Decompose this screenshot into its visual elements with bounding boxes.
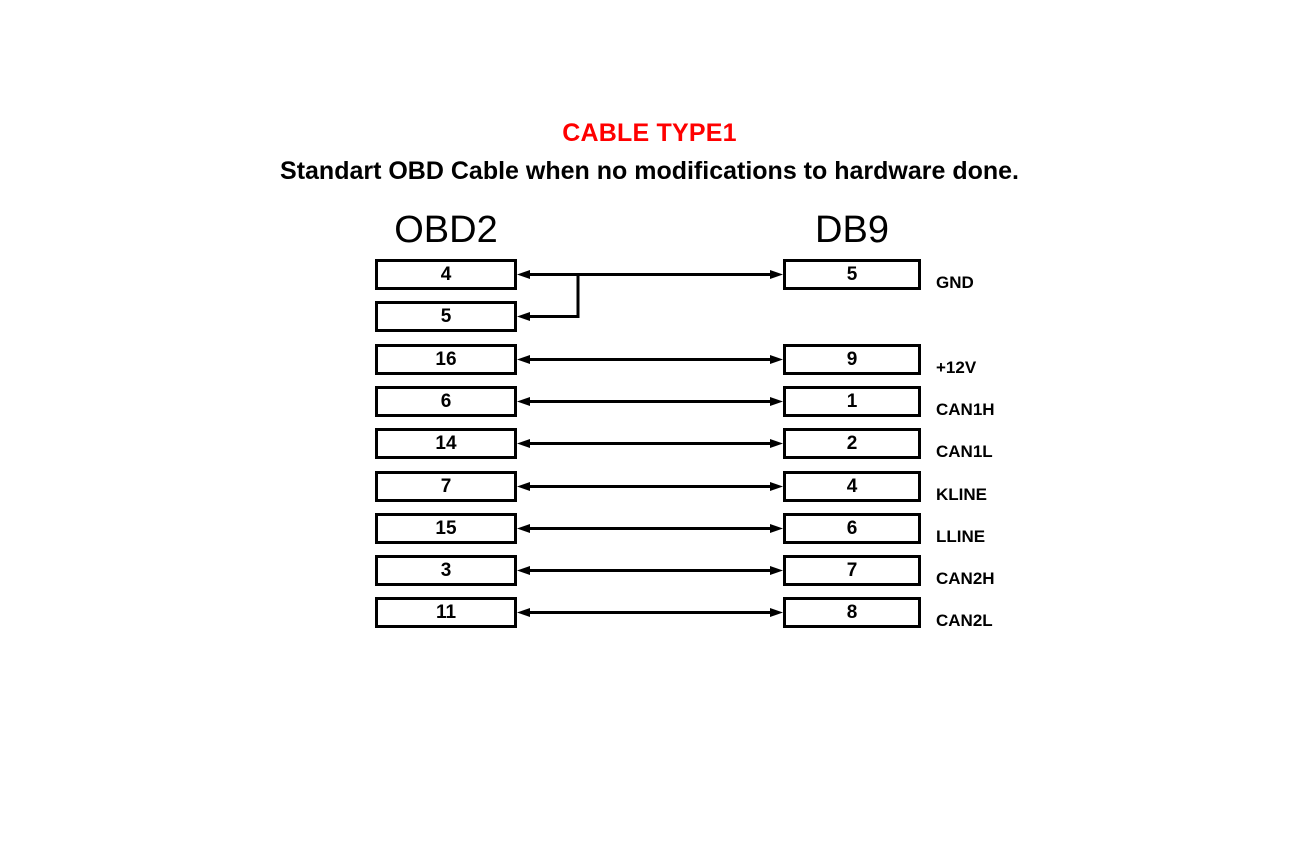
obd2-pin-box: 3 [375,555,517,586]
db9-pin-box: 7 [783,555,921,586]
obd2-pin-box: 11 [375,597,517,628]
signal-label: +12V [936,357,977,377]
page-subtitle: Standart OBD Cable when no modifications… [280,157,1019,185]
obd2-pin-box: 4 [375,259,517,290]
signal-label: CAN1H [936,399,995,419]
db9-pin-box: 8 [783,597,921,628]
signal-label: GND [936,272,974,292]
obd2-pin-box: 15 [375,513,517,544]
obd2-pin-box: 7 [375,471,517,502]
signal-label: CAN1L [936,441,993,461]
db9-pin-box: 2 [783,428,921,459]
obd2-pin-box: 14 [375,428,517,459]
db9-pin-box: 1 [783,386,921,417]
db9-pin-box: 9 [783,344,921,375]
signal-label: CAN2H [936,568,995,588]
signal-label: KLINE [936,484,987,504]
signal-label: CAN2L [936,610,993,630]
db9-pin-box: 5 [783,259,921,290]
db9-pin-box: 4 [783,471,921,502]
obd2-pin-box: 5 [375,301,517,332]
obd2-pin-box: 16 [375,344,517,375]
page-title: CABLE TYPE1 [562,119,737,147]
column-header-obd2: OBD2 [394,209,498,251]
db9-pin-box: 6 [783,513,921,544]
signal-label: LLINE [936,526,986,546]
column-header-db9: DB9 [815,209,889,251]
obd2-pin-box: 6 [375,386,517,417]
